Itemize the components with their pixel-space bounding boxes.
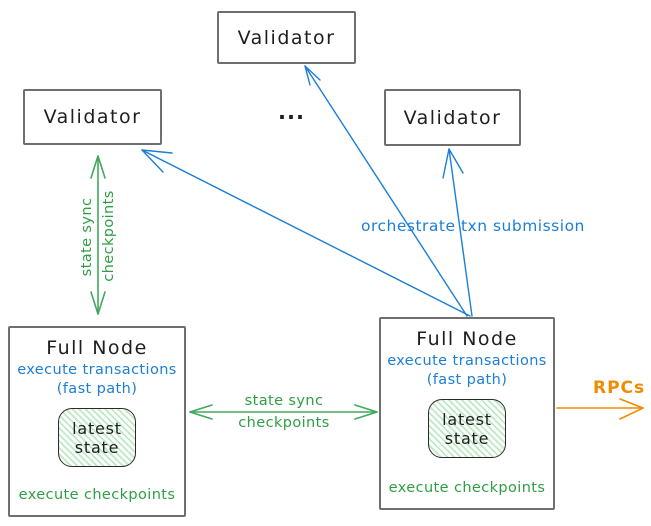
full-node-left-box: Full Node execute transactions (fast pat…: [8, 326, 186, 517]
validator-left-label: Validator: [43, 106, 142, 128]
orchestrate-txn-submission-label: orchestrate txn submission: [361, 217, 585, 235]
vertical-checkpoints-label: checkpoints: [101, 190, 117, 282]
horizontal-state-sync-label: state sync: [244, 393, 324, 409]
latest-state-box-right: latest state: [428, 399, 506, 458]
horizontal-sync-label: state sync checkpoints: [192, 392, 376, 433]
fast-path-label: (fast path): [426, 372, 508, 388]
horizontal-checkpoints-label: checkpoints: [238, 415, 330, 431]
execute-transactions-label: execute transactions: [17, 362, 177, 378]
full-node-right-title: Full Node: [416, 328, 518, 350]
execute-checkpoints-label: execute checkpoints: [388, 480, 546, 496]
validators-ellipsis: ...: [278, 100, 305, 124]
rpcs-arrow: [556, 398, 644, 420]
validator-top-label: Validator: [237, 26, 336, 49]
validator-right-label: Validator: [403, 106, 502, 129]
latest-state-line1: latest: [72, 418, 122, 438]
vertical-state-sync-label: state sync: [79, 197, 95, 277]
full-node-left-title: Full Node: [46, 337, 148, 359]
validator-box-top: Validator: [217, 11, 356, 64]
execute-transactions-label: execute transactions: [387, 353, 547, 369]
validator-box-right: Validator: [384, 89, 521, 146]
full-node-right-box: Full Node execute transactions (fast pat…: [379, 317, 555, 510]
latest-state-line1: latest: [442, 409, 492, 429]
fast-path-label: (fast path): [56, 381, 138, 397]
validator-box-left: Validator: [23, 89, 162, 145]
latest-state-line2: state: [74, 437, 120, 457]
rpcs-label: RPCs: [593, 378, 646, 398]
latest-state-box-left: latest state: [58, 408, 136, 467]
execute-checkpoints-label: execute checkpoints: [18, 487, 176, 503]
latest-state-line2: state: [444, 428, 490, 448]
